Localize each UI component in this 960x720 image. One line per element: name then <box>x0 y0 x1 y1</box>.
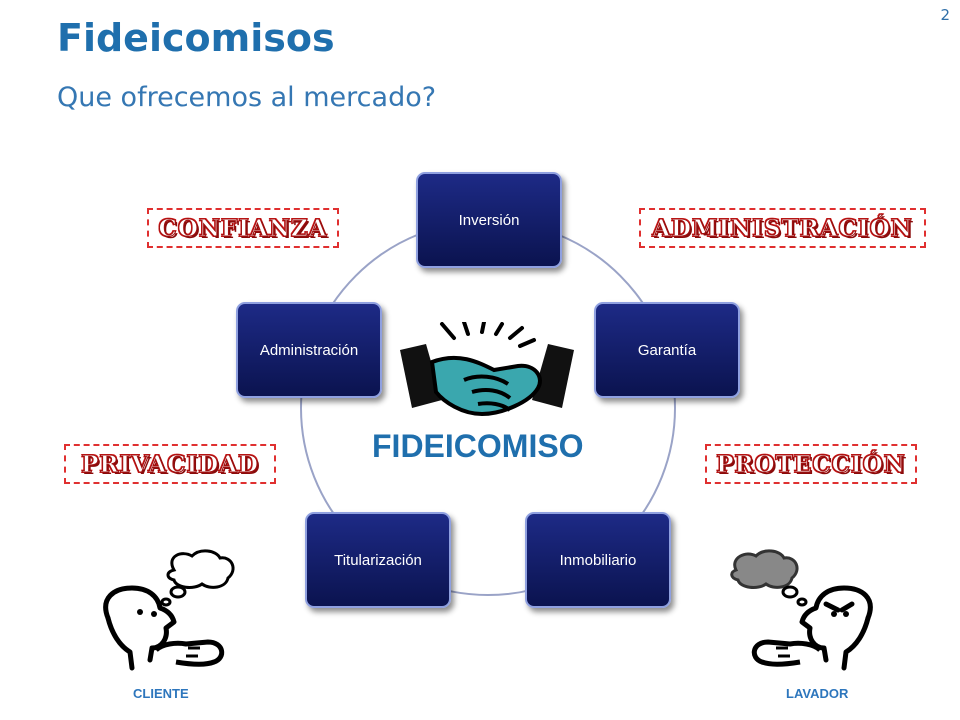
thinking-lavador-icon <box>730 549 873 671</box>
center-label: FIDEICOMISO <box>372 428 584 464</box>
node-titularizacion: Titularización <box>305 512 451 608</box>
node-garantia: Garantía <box>594 302 740 398</box>
tag-privacidad-label: Privacidad <box>81 450 259 478</box>
tag-confianza: Confianza <box>147 208 339 248</box>
caption-lavador: LAVADOR <box>786 686 849 701</box>
tag-administracion-label: Administración <box>652 214 913 242</box>
node-inversion: Inversión <box>416 172 562 268</box>
caption-cliente: CLIENTE <box>133 686 189 701</box>
tag-privacidad: Privacidad <box>64 444 276 484</box>
tag-administracion: Administración <box>639 208 926 248</box>
tag-confianza-label: Confianza <box>158 214 328 242</box>
tag-proteccion-label: Protección <box>716 450 906 478</box>
node-administracion: Administración <box>236 302 382 398</box>
page-title: Fideicomisos <box>57 16 335 60</box>
page-subtitle: Que ofrecemos al mercado? <box>57 82 437 113</box>
tag-proteccion: Protección <box>705 444 917 484</box>
handshake-icon <box>400 322 574 417</box>
slide-number: 2 <box>940 6 950 24</box>
node-inmobiliario: Inmobiliario <box>525 512 671 608</box>
thinking-cliente-icon <box>103 549 235 671</box>
